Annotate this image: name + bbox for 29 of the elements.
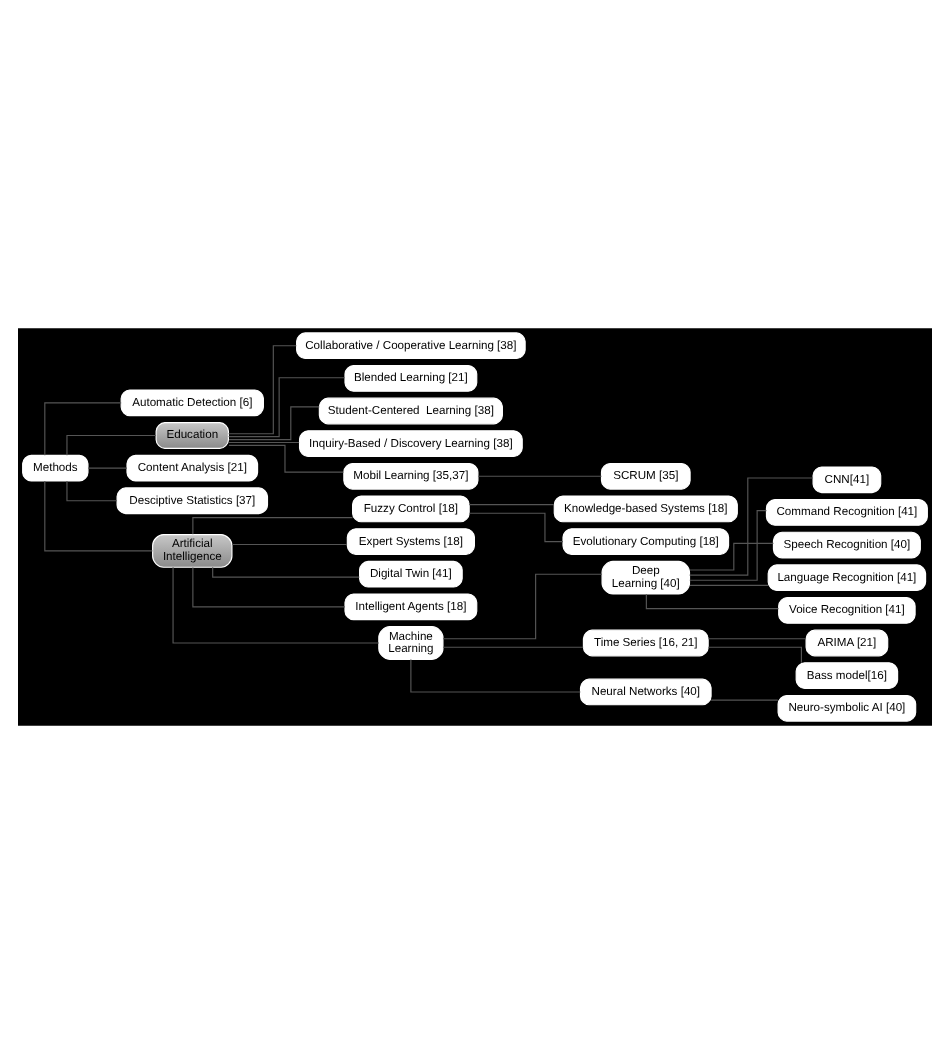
connector	[43, 402, 121, 456]
connector	[171, 566, 379, 644]
connector	[706, 638, 806, 640]
connector	[65, 434, 156, 456]
connector	[476, 475, 602, 477]
connector	[65, 480, 117, 502]
connector	[191, 566, 345, 608]
connector	[441, 573, 602, 640]
connector	[409, 659, 580, 693]
connector	[191, 517, 353, 535]
connector	[211, 566, 359, 578]
connector	[688, 542, 773, 571]
connector	[86, 467, 127, 469]
connector	[227, 377, 345, 438]
connector	[644, 593, 779, 610]
connector	[227, 444, 344, 473]
connector	[227, 441, 299, 444]
connector	[688, 584, 768, 586]
connector	[688, 477, 813, 576]
connector	[441, 646, 583, 648]
connector	[706, 646, 801, 664]
connector	[688, 510, 766, 581]
connector	[43, 480, 152, 552]
connector	[709, 699, 778, 701]
connector	[227, 406, 319, 441]
connector	[467, 504, 554, 506]
connector	[467, 512, 563, 543]
connector	[226, 345, 296, 435]
connector	[230, 543, 347, 546]
